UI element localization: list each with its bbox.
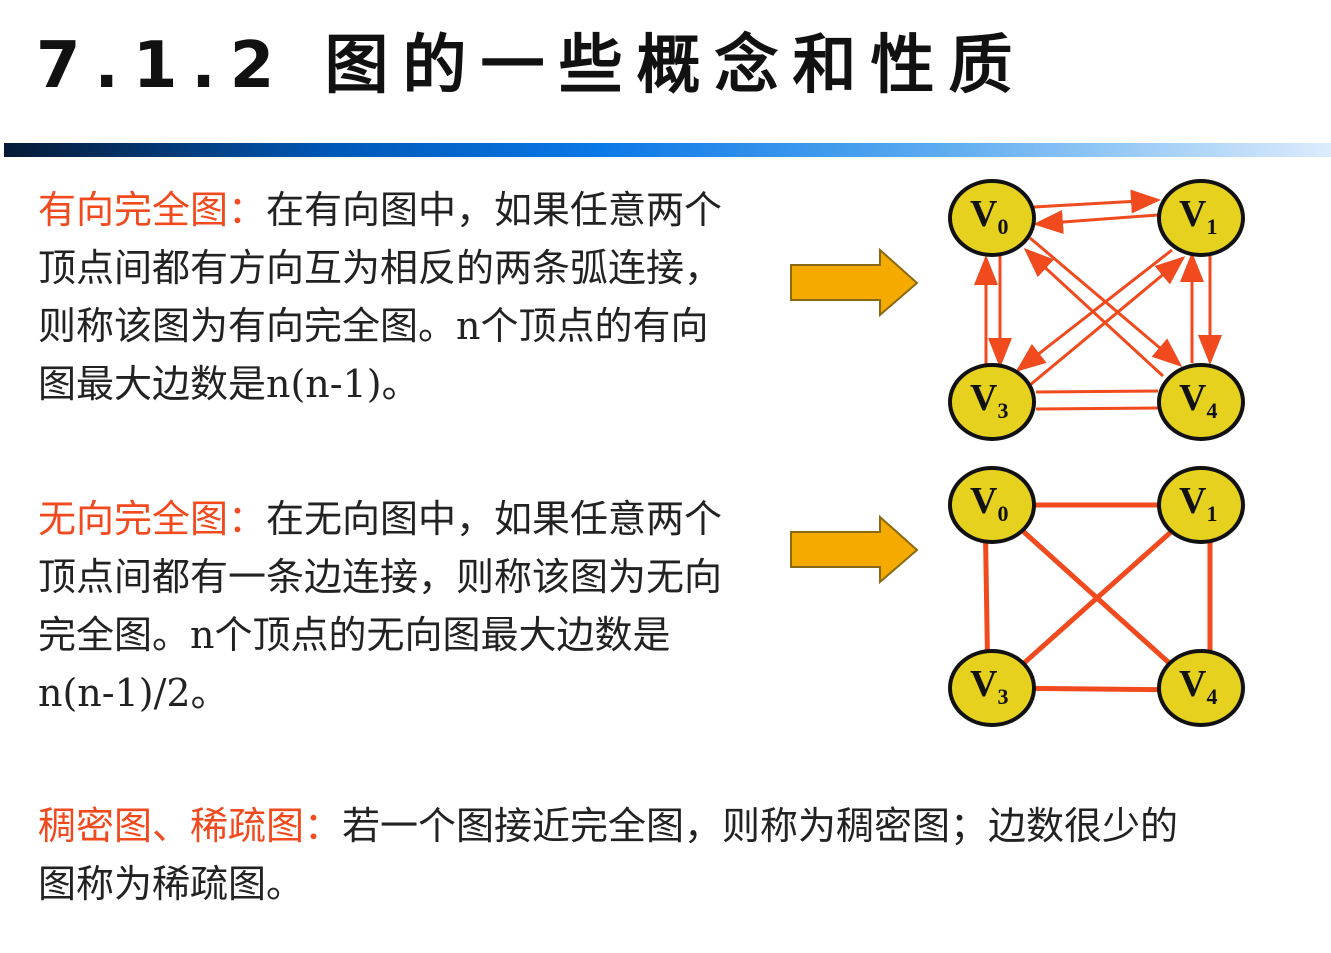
page-title: 7.1.2 图的一些概念和性质 — [36, 29, 1027, 103]
text-line: 在无向图中，如果任意两个 — [266, 497, 723, 541]
directed-complete-graph-definition: 有向完全图：在有向图中，如果任意两个 顶点间都有方向互为相反的两条弧连接， 则称… — [38, 181, 722, 413]
text-line: 则称该图为有向完全图。n个顶点的有向 — [38, 304, 709, 348]
graph-node-v3: V3 — [948, 649, 1036, 727]
text-line: 若一个图接近完全图，则称为稠密图；边数很少的 — [342, 804, 1179, 848]
term: 有向完全图： — [38, 188, 267, 232]
text-line: 在有向图中，如果任意两个 — [266, 188, 723, 232]
right-arrow-icon — [790, 247, 919, 318]
graph-node-v1: V1 — [1157, 466, 1245, 544]
text-line: 图最大边数是n(n-1)。 — [38, 362, 420, 406]
graph-node-v4: V4 — [1157, 649, 1245, 727]
text-line: 图称为稀疏图。 — [38, 862, 305, 906]
graph-node-v1: V1 — [1157, 179, 1245, 257]
text-line: 完全图。n个顶点的无向图最大边数是 — [38, 613, 671, 657]
svg-text:V4: V4 — [1179, 663, 1217, 709]
graph-node-v0: V0 — [948, 466, 1036, 544]
right-arrow-icon — [790, 514, 919, 585]
text-line: 顶点间都有方向互为相反的两条弧连接， — [38, 246, 723, 290]
graph-node-v3: V3 — [948, 363, 1036, 441]
dense-sparse-graph-definition: 稠密图、稀疏图：若一个图接近完全图，则称为稠密图；边数很少的 图称为稀疏图。 — [38, 797, 1178, 913]
text-line: 顶点间都有一条边连接，则称该图为无向 — [38, 555, 723, 599]
term: 无向完全图： — [38, 497, 267, 541]
title-divider — [4, 143, 1331, 157]
term: 稠密图、稀疏图： — [38, 804, 343, 848]
text-line: n(n-1)/2。 — [38, 671, 229, 715]
undirected-complete-graph-definition: 无向完全图：在无向图中，如果任意两个 顶点间都有一条边连接，则称该图为无向 完全… — [38, 490, 722, 722]
graph-node-v0: V0 — [948, 179, 1036, 257]
graph-node-v4: V4 — [1157, 363, 1245, 441]
